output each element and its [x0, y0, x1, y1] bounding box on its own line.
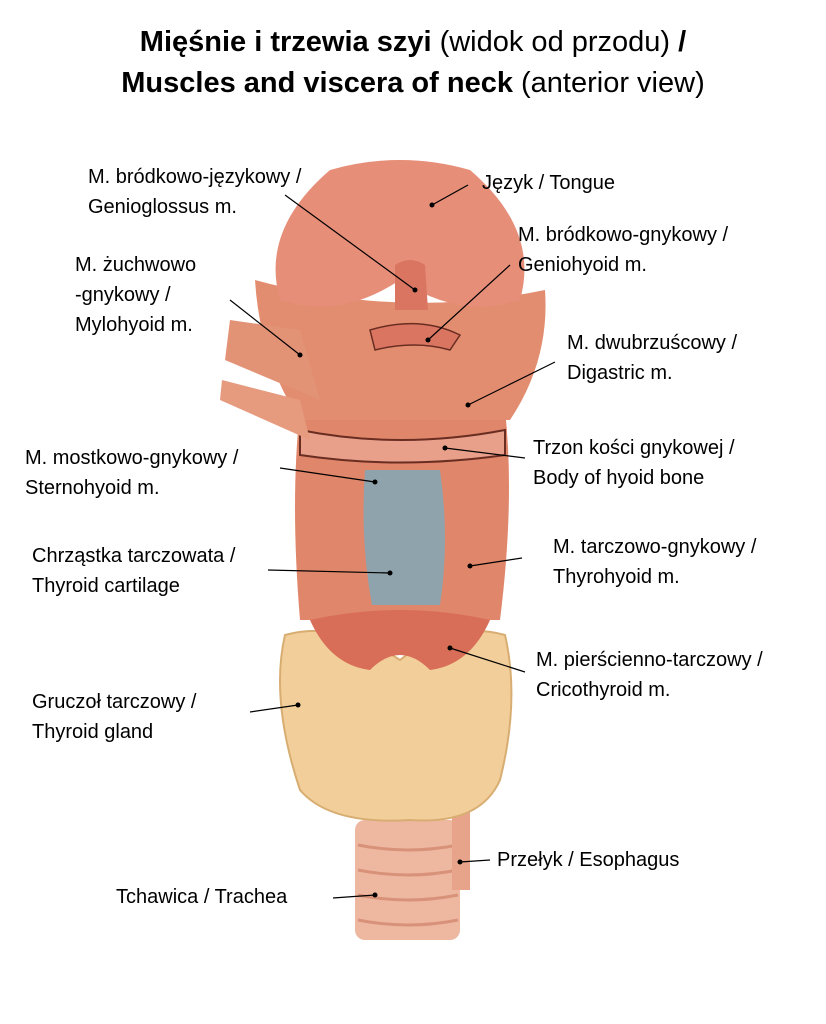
- label-line: Mylohyoid m.: [75, 314, 193, 336]
- leader-dots: [295, 202, 473, 898]
- label-thyrohyoid: M. tarczowo-gnykowy / Thyrohyoid m.: [553, 532, 756, 592]
- cricothyroid-muscle: [310, 610, 490, 670]
- title-en-sub: (anterior view): [521, 67, 705, 99]
- label-line: Geniohyoid m.: [518, 254, 647, 276]
- label-line: M. dwubrzuścowy /: [567, 332, 738, 354]
- title-pl: Mięśnie i trzewia szyi: [139, 26, 432, 58]
- label-line: Gruczoł tarczowy /: [32, 691, 197, 713]
- title-line-1: Mięśnie i trzewia szyi (widok od przodu)…: [0, 24, 826, 60]
- label-line: Digastric m.: [567, 362, 673, 384]
- label-line: Sternohyoid m.: [25, 477, 160, 499]
- esophagus: [452, 800, 470, 890]
- geniohyoid-muscle: [369, 322, 462, 351]
- leader-lines: [229, 184, 556, 899]
- label-genioglossus: M. bródkowo-językowy / Genioglossus m.: [88, 162, 301, 222]
- label-line: Chrząstka tarczowata /: [32, 545, 236, 567]
- label-esophagus: Przełyk / Esophagus: [497, 845, 679, 875]
- label-line: M. tarczowo-gnykowy /: [553, 536, 757, 558]
- label-line: -gnykowy /: [75, 284, 171, 306]
- label-line: Trzon kości gnykowej /: [533, 437, 735, 459]
- label-line: M. mostkowo-gnykowy /: [25, 447, 239, 469]
- label-line: Tchawica / Trachea: [116, 886, 288, 908]
- label-line: M. żuchwowo: [75, 254, 197, 276]
- title-line-2: Muscles and viscera of neck (anterior vi…: [0, 65, 826, 101]
- label-line: Przełyk / Esophagus: [497, 849, 680, 871]
- thyroid-cartilage: [363, 470, 445, 605]
- title-pl-sub: (widok od przodu): [439, 26, 671, 58]
- genioglossus-muscle: [395, 260, 428, 310]
- label-thyroid-gland: Gruczoł tarczowy / Thyroid gland: [32, 687, 196, 747]
- trachea-rings: [357, 843, 459, 927]
- thyroid-gland: [279, 629, 513, 822]
- floor-muscles: [255, 280, 546, 420]
- label-tongue: Język / Tongue: [482, 168, 615, 198]
- label-line: Thyroid gland: [32, 721, 154, 743]
- label-line: Thyrohyoid m.: [553, 566, 680, 588]
- label-cricothyroid: M. pierścienno-tarczowy / Cricothyroid m…: [536, 645, 763, 705]
- label-line: Thyroid cartilage: [32, 575, 180, 597]
- label-line: Body of hyoid bone: [533, 467, 705, 489]
- label-line: M. bródkowo-gnykowy /: [518, 224, 729, 246]
- label-hyoid: Trzon kości gnykowej / Body of hyoid bon…: [533, 433, 735, 493]
- title-en: Muscles and viscera of neck: [121, 67, 513, 99]
- label-line: Genioglossus m.: [88, 196, 237, 218]
- label-line: M. pierścienno-tarczowy /: [536, 649, 763, 671]
- label-line: M. bródkowo-językowy /: [88, 166, 302, 188]
- label-line: Język / Tongue: [482, 172, 616, 194]
- stylohyoid-left: [220, 380, 310, 440]
- label-sternohyoid: M. mostkowo-gnykowy / Sternohyoid m.: [25, 443, 238, 503]
- tongue: [275, 160, 525, 307]
- label-digastric: M. dwubrzuścowy / Digastric m.: [567, 328, 737, 388]
- label-geniohyoid: M. bródkowo-gnykowy / Geniohyoid m.: [518, 220, 728, 280]
- label-line: Cricothyroid m.: [536, 679, 671, 701]
- mylohyoid-left: [225, 320, 320, 400]
- title-slash: /: [678, 26, 687, 58]
- label-thyroid-cartilage: Chrząstka tarczowata / Thyroid cartilage: [32, 541, 235, 601]
- label-mylohyoid: M. żuchwowo -gnykowy / Mylohyoid m.: [75, 250, 196, 340]
- label-trachea: Tchawica / Trachea: [116, 882, 287, 912]
